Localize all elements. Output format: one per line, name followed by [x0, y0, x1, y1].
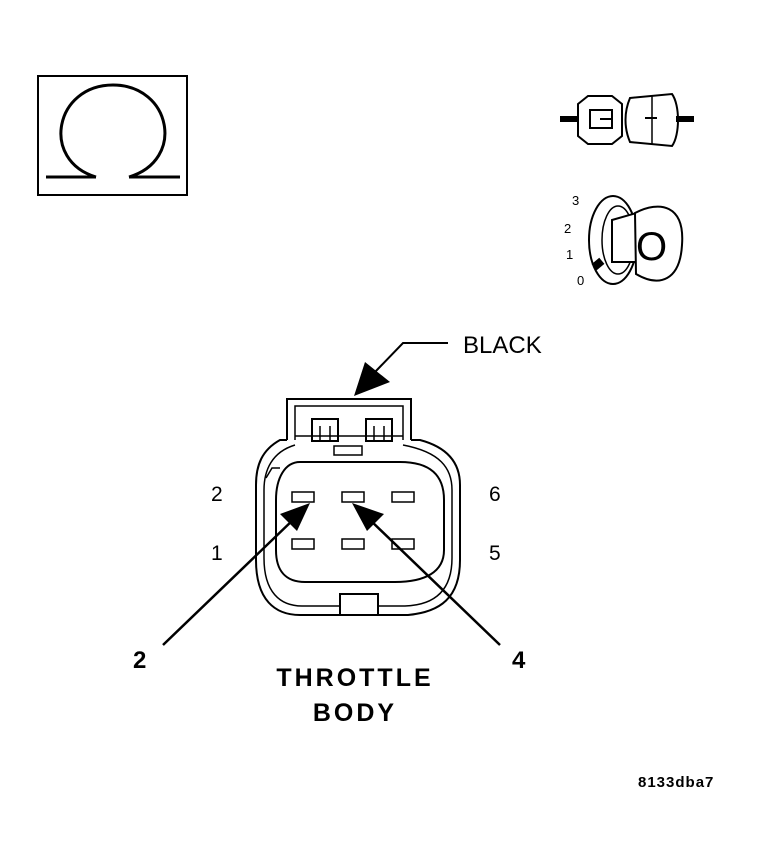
pin-cavity-1	[291, 538, 315, 550]
figure-code: 8133dba7	[638, 774, 714, 791]
throttle-body-connector	[255, 398, 461, 616]
pin-label-top-left: 2	[211, 483, 223, 506]
pin-cavity-3	[341, 538, 365, 550]
pin-cavity-6	[391, 491, 415, 503]
pin-label-bottom-right: 5	[489, 542, 501, 565]
callout-arrow-right	[352, 503, 501, 646]
pin-label-top-right: 6	[489, 483, 501, 506]
ohm-symbol-icon	[37, 75, 188, 196]
ignition-position-1: 1	[566, 247, 573, 262]
ignition-key-letter: O	[636, 225, 667, 269]
ignition-position-3: 3	[572, 193, 579, 208]
connector-color-label: BLACK	[463, 332, 542, 359]
callout-arrow-left	[162, 503, 310, 646]
ignition-position-0: 0	[577, 273, 584, 288]
callout-number-left: 2	[133, 647, 146, 674]
connector-name-line1: THROTTLE	[276, 664, 433, 692]
pin-cavity-4	[341, 491, 365, 503]
pin-label-bottom-left: 1	[211, 542, 223, 565]
pin-cavity-2	[291, 491, 315, 503]
connector-name-line2: BODY	[313, 699, 397, 727]
pin-cavity-5	[391, 538, 415, 550]
callout-number-right: 4	[512, 647, 526, 674]
ignition-position-2: 2	[564, 221, 571, 236]
ignition-key-off-icon: 3 2 1 0 O	[564, 193, 684, 288]
color-leader-arrow	[354, 342, 448, 396]
disconnected-connector-icon	[560, 92, 694, 148]
